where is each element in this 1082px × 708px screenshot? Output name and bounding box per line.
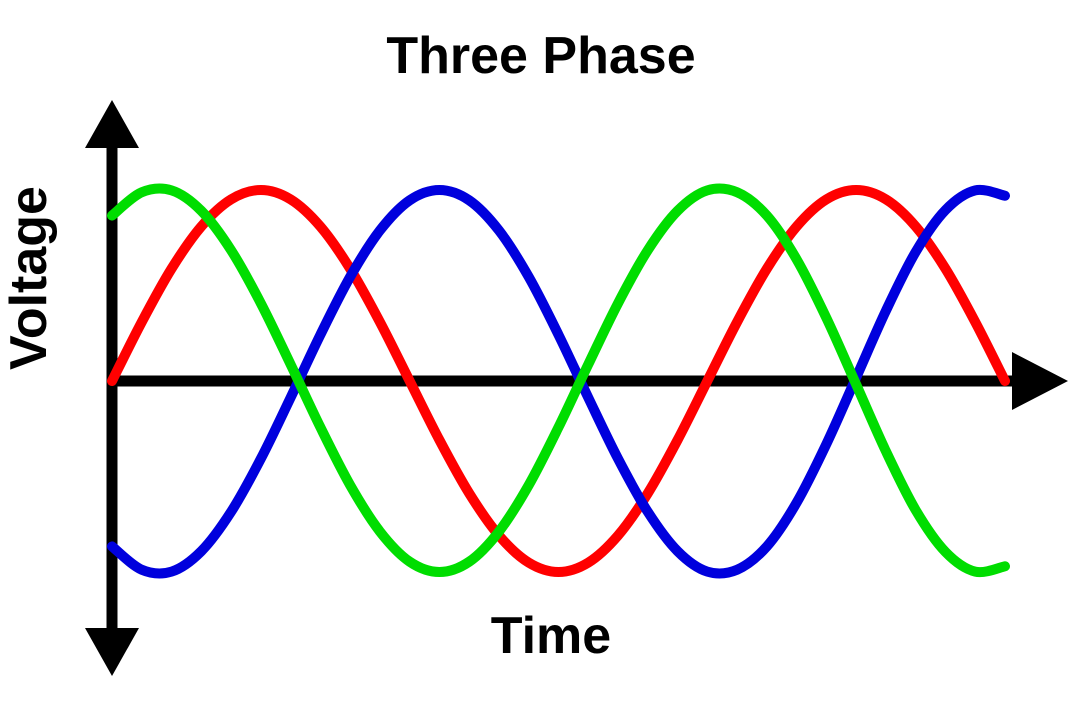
y-axis-arrow-down-icon	[85, 628, 139, 676]
chart-title: Three Phase	[386, 27, 696, 85]
y-axis-arrow-up-icon	[85, 100, 139, 148]
y-axis	[85, 100, 139, 676]
y-axis-label: Voltage	[0, 186, 59, 370]
x-axis-label: Time	[490, 607, 612, 665]
waveform-phase-a	[107, 185, 1010, 577]
waveform-series-group	[107, 183, 1010, 579]
y-axis-label-wrapper: Voltage	[0, 118, 60, 438]
x-axis-arrow-right-icon	[1012, 352, 1068, 410]
x-axis	[107, 352, 1068, 410]
waveform-phase-c	[107, 183, 1010, 578]
